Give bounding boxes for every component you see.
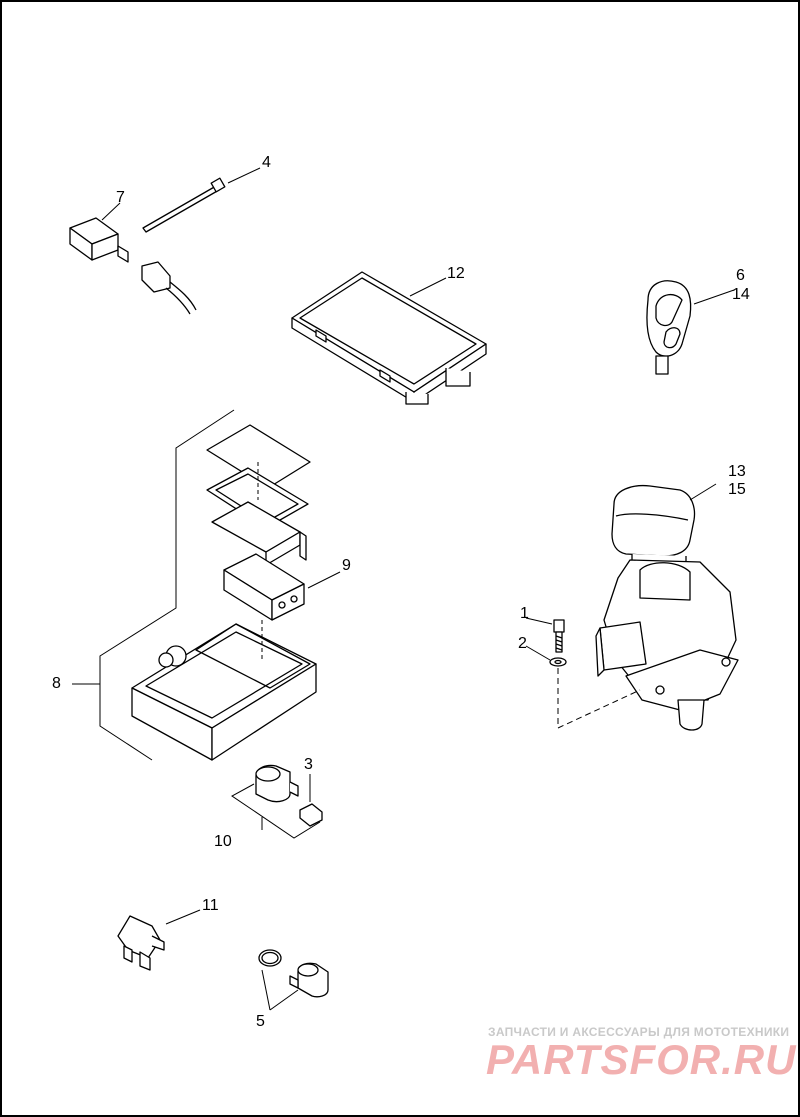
callout-8: 8 [52,675,61,692]
callout-9: 9 [342,557,351,574]
watermark-logo: PARTSFOR.RU [486,1036,797,1083]
callout-10: 10 [214,833,232,850]
connector [69,217,197,315]
sensor [117,915,165,971]
cable-tie [142,177,226,233]
leader-lines [72,167,735,1011]
callout-12: 12 [447,265,465,282]
callout-11: 11 [202,897,219,914]
callout-15: 15 [728,481,746,498]
callout-6: 6 [736,267,745,284]
callout-4: 4 [262,154,271,171]
callout-3: 3 [304,756,313,773]
housing-assembly [131,424,317,761]
switch [255,764,323,827]
control-module [291,271,487,405]
callout-14: 14 [732,286,750,303]
key-fob [646,280,692,375]
callout-1: 1 [520,605,529,622]
callout-5: 5 [256,1013,265,1030]
pressure-switch [258,949,329,998]
watermark-tagline: ЗАПЧАСТИ И АКСЕССУАРЫ ДЛЯ МОТОТЕХНИКИ [488,1025,790,1039]
callout-2: 2 [518,635,527,652]
callout-7: 7 [116,189,125,206]
ignition-switch [549,484,739,731]
callout-13: 13 [728,463,746,480]
